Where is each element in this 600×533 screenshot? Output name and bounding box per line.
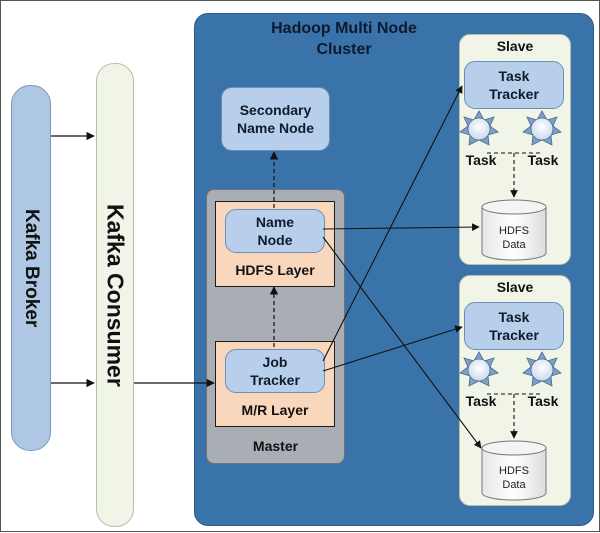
task-label: Task [465, 152, 497, 168]
job-tracker-line1: Job [262, 354, 288, 370]
hdfs-data-line1: HDFS [499, 225, 529, 237]
task-tracker-line1: Task [498, 68, 530, 84]
hdfs-data-label: HDFS Data [482, 464, 546, 492]
slave-label: Slave [496, 279, 534, 295]
name-node: Name Node [225, 209, 325, 253]
kafka-broker-label: Kafka Broker [21, 208, 42, 328]
kafka-broker: Kafka Broker [11, 85, 51, 451]
task-label: Task [465, 393, 497, 409]
task-tracker-line2: Tracker [489, 86, 539, 102]
job-tracker-line2: Tracker [250, 372, 300, 388]
task-label: Task [527, 152, 559, 168]
secondary-name-node: Secondary Name Node [221, 87, 330, 151]
kafka-consumer: Kafka Consumer [96, 63, 134, 527]
hdfs-data-line2: Data [502, 479, 526, 491]
cluster-title-line1: Hadoop Multi Node [271, 20, 417, 37]
task-tracker-line2: Tracker [489, 327, 539, 343]
hdfs-data-line1: HDFS [499, 465, 529, 477]
job-tracker: Job Tracker [225, 349, 325, 393]
name-node-line2: Node [257, 232, 293, 248]
name-node-line1: Name [255, 214, 295, 230]
task-tracker: Task Tracker [464, 61, 564, 109]
hdfs-data-line2: Data [502, 239, 526, 251]
task-tracker: Task Tracker [464, 302, 564, 350]
task-label: Task [527, 393, 559, 409]
cluster-title: Hadoop Multi Node Cluster [239, 18, 449, 60]
cluster-title-line2: Cluster [316, 41, 372, 58]
secondary-name-node-line1: Secondary [239, 102, 312, 118]
hdfs-layer-label: HDFS Layer [235, 262, 315, 278]
hdfs-data-label: HDFS Data [482, 224, 546, 252]
master-label: Master [252, 438, 299, 454]
kafka-consumer-label: Kafka Consumer [102, 203, 129, 387]
task-tracker-line1: Task [498, 309, 530, 325]
mr-layer-label: M/R Layer [241, 402, 309, 418]
slave-label: Slave [496, 38, 534, 54]
secondary-name-node-line2: Name Node [236, 120, 315, 136]
